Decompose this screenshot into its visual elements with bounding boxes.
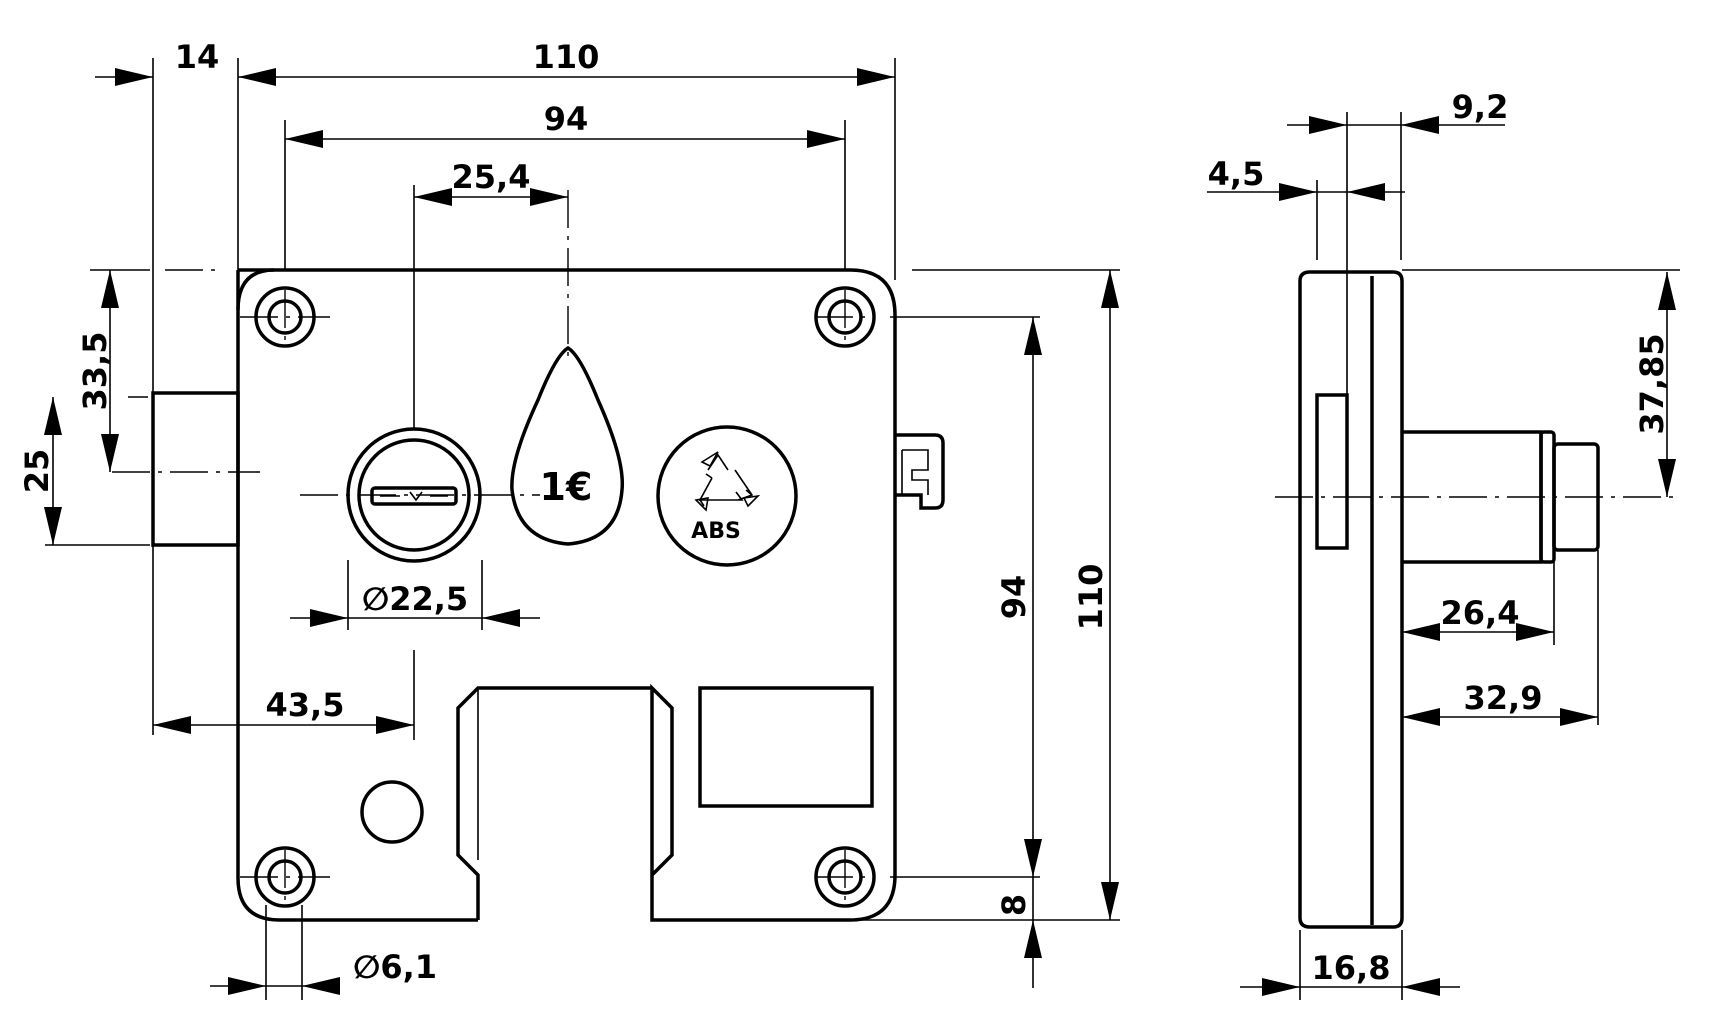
window-rect [698, 686, 874, 808]
dim-bolt-height: 25 [18, 449, 56, 494]
dim-bolt-offset: 14 [175, 38, 220, 76]
dim-hole-diameter: ∅6,1 [353, 948, 437, 986]
bolt-left [151, 391, 240, 547]
dim-overall-width: 110 [533, 38, 600, 76]
dim-cylinder-diameter: ∅22,5 [362, 580, 468, 618]
dim-bolt-length-1: 26,4 [1441, 594, 1520, 632]
coin-label: 1€ [540, 465, 593, 509]
material-label: ABS [691, 519, 741, 544]
dim-body-depth: 16,8 [1312, 949, 1391, 987]
side-slot [1315, 393, 1349, 550]
dim-hole-from-bottom: 8 [995, 894, 1033, 916]
dim-offset-small: 4,5 [1208, 155, 1265, 193]
dim-bolt-length-2: 32,9 [1464, 679, 1543, 717]
dim-bolt-center: 33,5 [76, 332, 114, 411]
small-hole [360, 780, 424, 844]
abs-recycling-logo: ABS [656, 425, 798, 567]
dim-hole-spacing-v: 94 [995, 575, 1033, 620]
lock-body-outline [236, 268, 897, 922]
dim-overall-height: 110 [1072, 564, 1110, 631]
dim-cylinder-offset: 25,4 [452, 158, 531, 196]
dim-cylinder-from-bolt: 43,5 [266, 686, 345, 724]
side-latch [895, 433, 945, 510]
dim-center-height: 37,85 [1633, 333, 1671, 434]
dim-offset-top: 9,2 [1452, 88, 1509, 126]
dim-hole-spacing-h: 94 [544, 100, 589, 138]
side-view: 9,2 4,5 37,85 26,4 32,9 16,8 [1207, 88, 1680, 1000]
side-body [1298, 270, 1404, 929]
coin-slot-drop [510, 345, 625, 546]
front-view: 1€ ABS [18, 38, 1120, 1000]
